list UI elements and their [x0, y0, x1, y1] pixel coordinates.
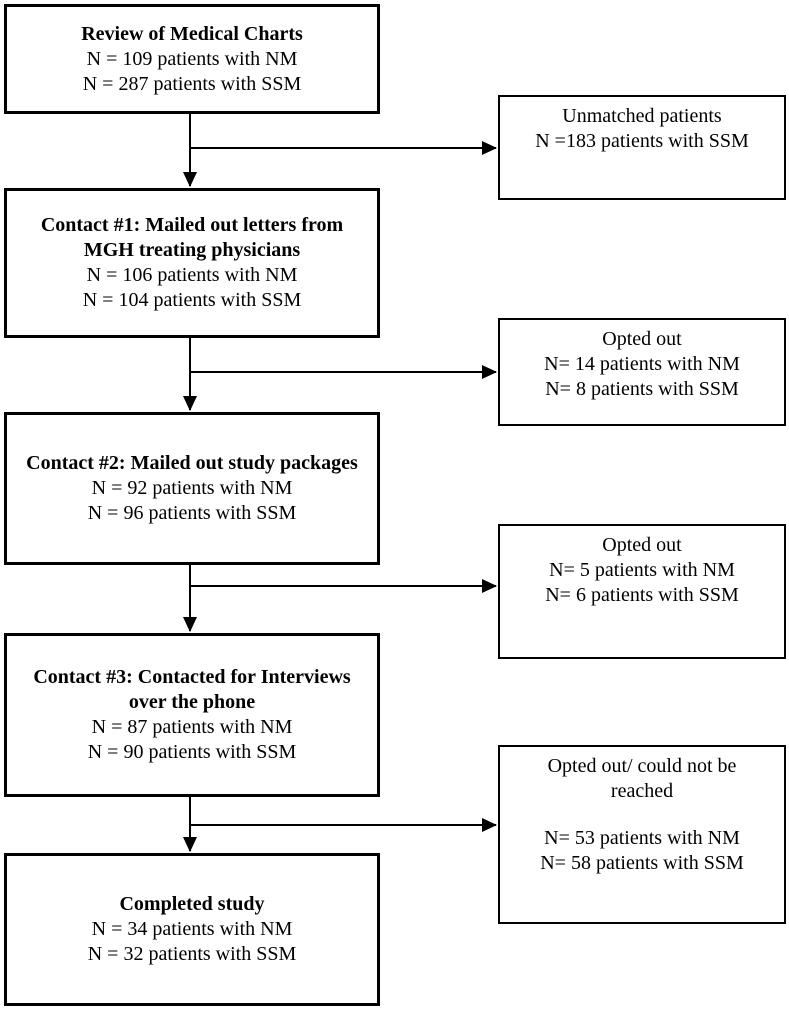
stat-line: N= 14 patients with NM — [544, 353, 740, 375]
stat-line: N= 53 patients with NM — [544, 827, 740, 849]
box-unmatched-patients: Unmatched patients N =183 patients with … — [498, 95, 786, 200]
box-title-line: MGH treating physicians — [83, 239, 301, 261]
stat-line: N = 287 patients with SSM — [82, 72, 302, 95]
stat-line: N = 106 patients with NM — [86, 264, 298, 286]
box-title-line: Contact #1: Mailed out letters from — [40, 214, 344, 236]
stat-line: N= 8 patients with SSM — [545, 378, 739, 400]
box-title-line: over the phone — [128, 691, 256, 713]
box-contact-1: Contact #1: Mailed out letters from MGH … — [4, 188, 380, 338]
stat-line: N = 92 patients with NM — [91, 477, 293, 499]
stat-line: N= 6 patients with SSM — [545, 584, 739, 606]
stat-line: N = 90 patients with SSM — [87, 741, 297, 763]
box-title-line: Unmatched patients — [562, 105, 722, 127]
box-title-line: Contact #3: Contacted for Interviews — [33, 666, 351, 688]
box-opted-out-could-not-be-reached: Opted out/ could not be reached N= 53 pa… — [498, 745, 786, 924]
box-title-line: Completed study — [119, 893, 265, 915]
stat-line: N =183 patients with SSM — [535, 130, 749, 152]
box-title-line: Review of Medical Charts — [81, 22, 303, 45]
box-completed-study: Completed study N = 34 patients with NM … — [4, 853, 380, 1006]
stat-line: N = 32 patients with SSM — [87, 943, 297, 965]
box-title-line: Opted out/ could not be — [547, 755, 737, 777]
stat-line: N = 104 patients with SSM — [82, 289, 302, 311]
box-review-of-medical-charts: Review of Medical Charts N = 109 patient… — [4, 4, 380, 114]
stat-line: N = 96 patients with SSM — [87, 502, 297, 524]
box-title-line: reached — [610, 780, 674, 802]
box-title-line: Opted out — [602, 534, 682, 556]
box-opted-out-2: Opted out N= 5 patients with NM N= 6 pat… — [498, 524, 786, 659]
stat-line: N = 109 patients with NM — [86, 47, 298, 70]
box-contact-2: Contact #2: Mailed out study packages N … — [4, 412, 380, 565]
stat-line: N= 5 patients with NM — [549, 559, 735, 581]
box-title-line: Contact #2: Mailed out study packages — [26, 452, 358, 474]
box-title-line: Opted out — [602, 328, 682, 350]
stat-line: N= 58 patients with SSM — [540, 852, 744, 874]
blank-line-spacer — [500, 804, 784, 826]
stat-line: N = 87 patients with NM — [91, 716, 293, 738]
stat-line: N = 34 patients with NM — [91, 918, 293, 940]
box-contact-3: Contact #3: Contacted for Interviews ove… — [4, 633, 380, 797]
box-opted-out-1: Opted out N= 14 patients with NM N= 8 pa… — [498, 318, 786, 426]
